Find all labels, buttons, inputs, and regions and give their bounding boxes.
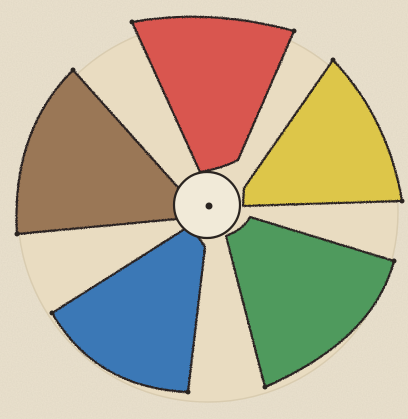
center-dot (206, 203, 213, 210)
